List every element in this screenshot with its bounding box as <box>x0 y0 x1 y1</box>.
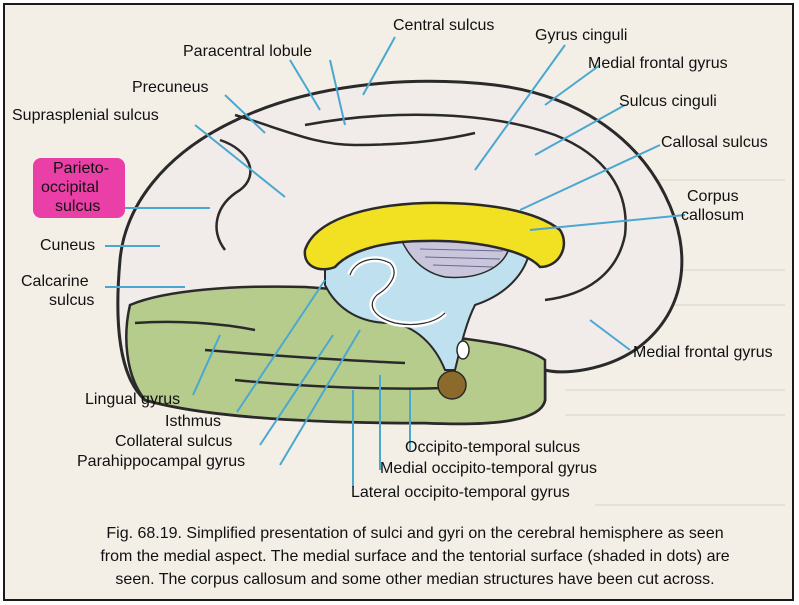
mammillary-body <box>438 371 466 399</box>
label-cuneus: Cuneus <box>40 237 95 255</box>
label-lingual-gyrus: Lingual gyrus <box>85 391 180 409</box>
label-calcarine-1: Calcarine <box>21 273 89 291</box>
label-parieto-occipital-line3: sulcus <box>41 197 131 216</box>
label-central-sulcus: Central sulcus <box>393 17 494 35</box>
label-medial-occipito-temporal-gyrus: Medial occipito-temporal gyrus <box>380 460 597 478</box>
label-gyrus-cinguli: Gyrus cinguli <box>535 27 627 45</box>
caption-line-2: from the medial aspect. The medial surfa… <box>45 545 785 568</box>
figure-frame: Central sulcus Paracentral lobule Gyrus … <box>3 3 794 601</box>
label-isthmus: Isthmus <box>165 413 221 431</box>
label-corpus-callosum-2: callosum <box>681 207 744 225</box>
label-parieto-occipital-sulcus: Parieto- occipital sulcus <box>41 159 131 216</box>
label-occipito-temporal-sulcus: Occipito-temporal sulcus <box>405 439 580 457</box>
figure-caption: Fig. 68.19. Simplified presentation of s… <box>45 522 785 591</box>
label-medial-frontal-gyrus-bottom: Medial frontal gyrus <box>633 344 773 362</box>
label-collateral-sulcus: Collateral sulcus <box>115 433 232 451</box>
label-medial-frontal-gyrus-top: Medial frontal gyrus <box>588 55 728 73</box>
label-parahippocampal-gyrus: Parahippocampal gyrus <box>77 453 245 471</box>
label-sulcus-cinguli: Sulcus cinguli <box>619 93 717 111</box>
anterior-commissure <box>457 341 469 359</box>
label-corpus-callosum-1: Corpus <box>687 188 739 206</box>
label-lateral-occipito-temporal-gyrus: Lateral occipito-temporal gyrus <box>351 484 570 502</box>
label-calcarine-2: sulcus <box>49 292 94 310</box>
label-paracentral-lobule: Paracentral lobule <box>183 43 312 61</box>
label-parieto-occipital-line2: occipital <box>41 178 131 197</box>
label-suprasplenial-sulcus: Suprasplenial sulcus <box>12 107 159 125</box>
label-parieto-occipital-line1: Parieto- <box>41 159 131 178</box>
caption-line-3: seen. The corpus callosum and some other… <box>45 568 785 591</box>
label-precuneus: Precuneus <box>132 79 209 97</box>
label-callosal-sulcus: Callosal sulcus <box>661 134 768 152</box>
caption-line-1: Fig. 68.19. Simplified presentation of s… <box>45 522 785 545</box>
